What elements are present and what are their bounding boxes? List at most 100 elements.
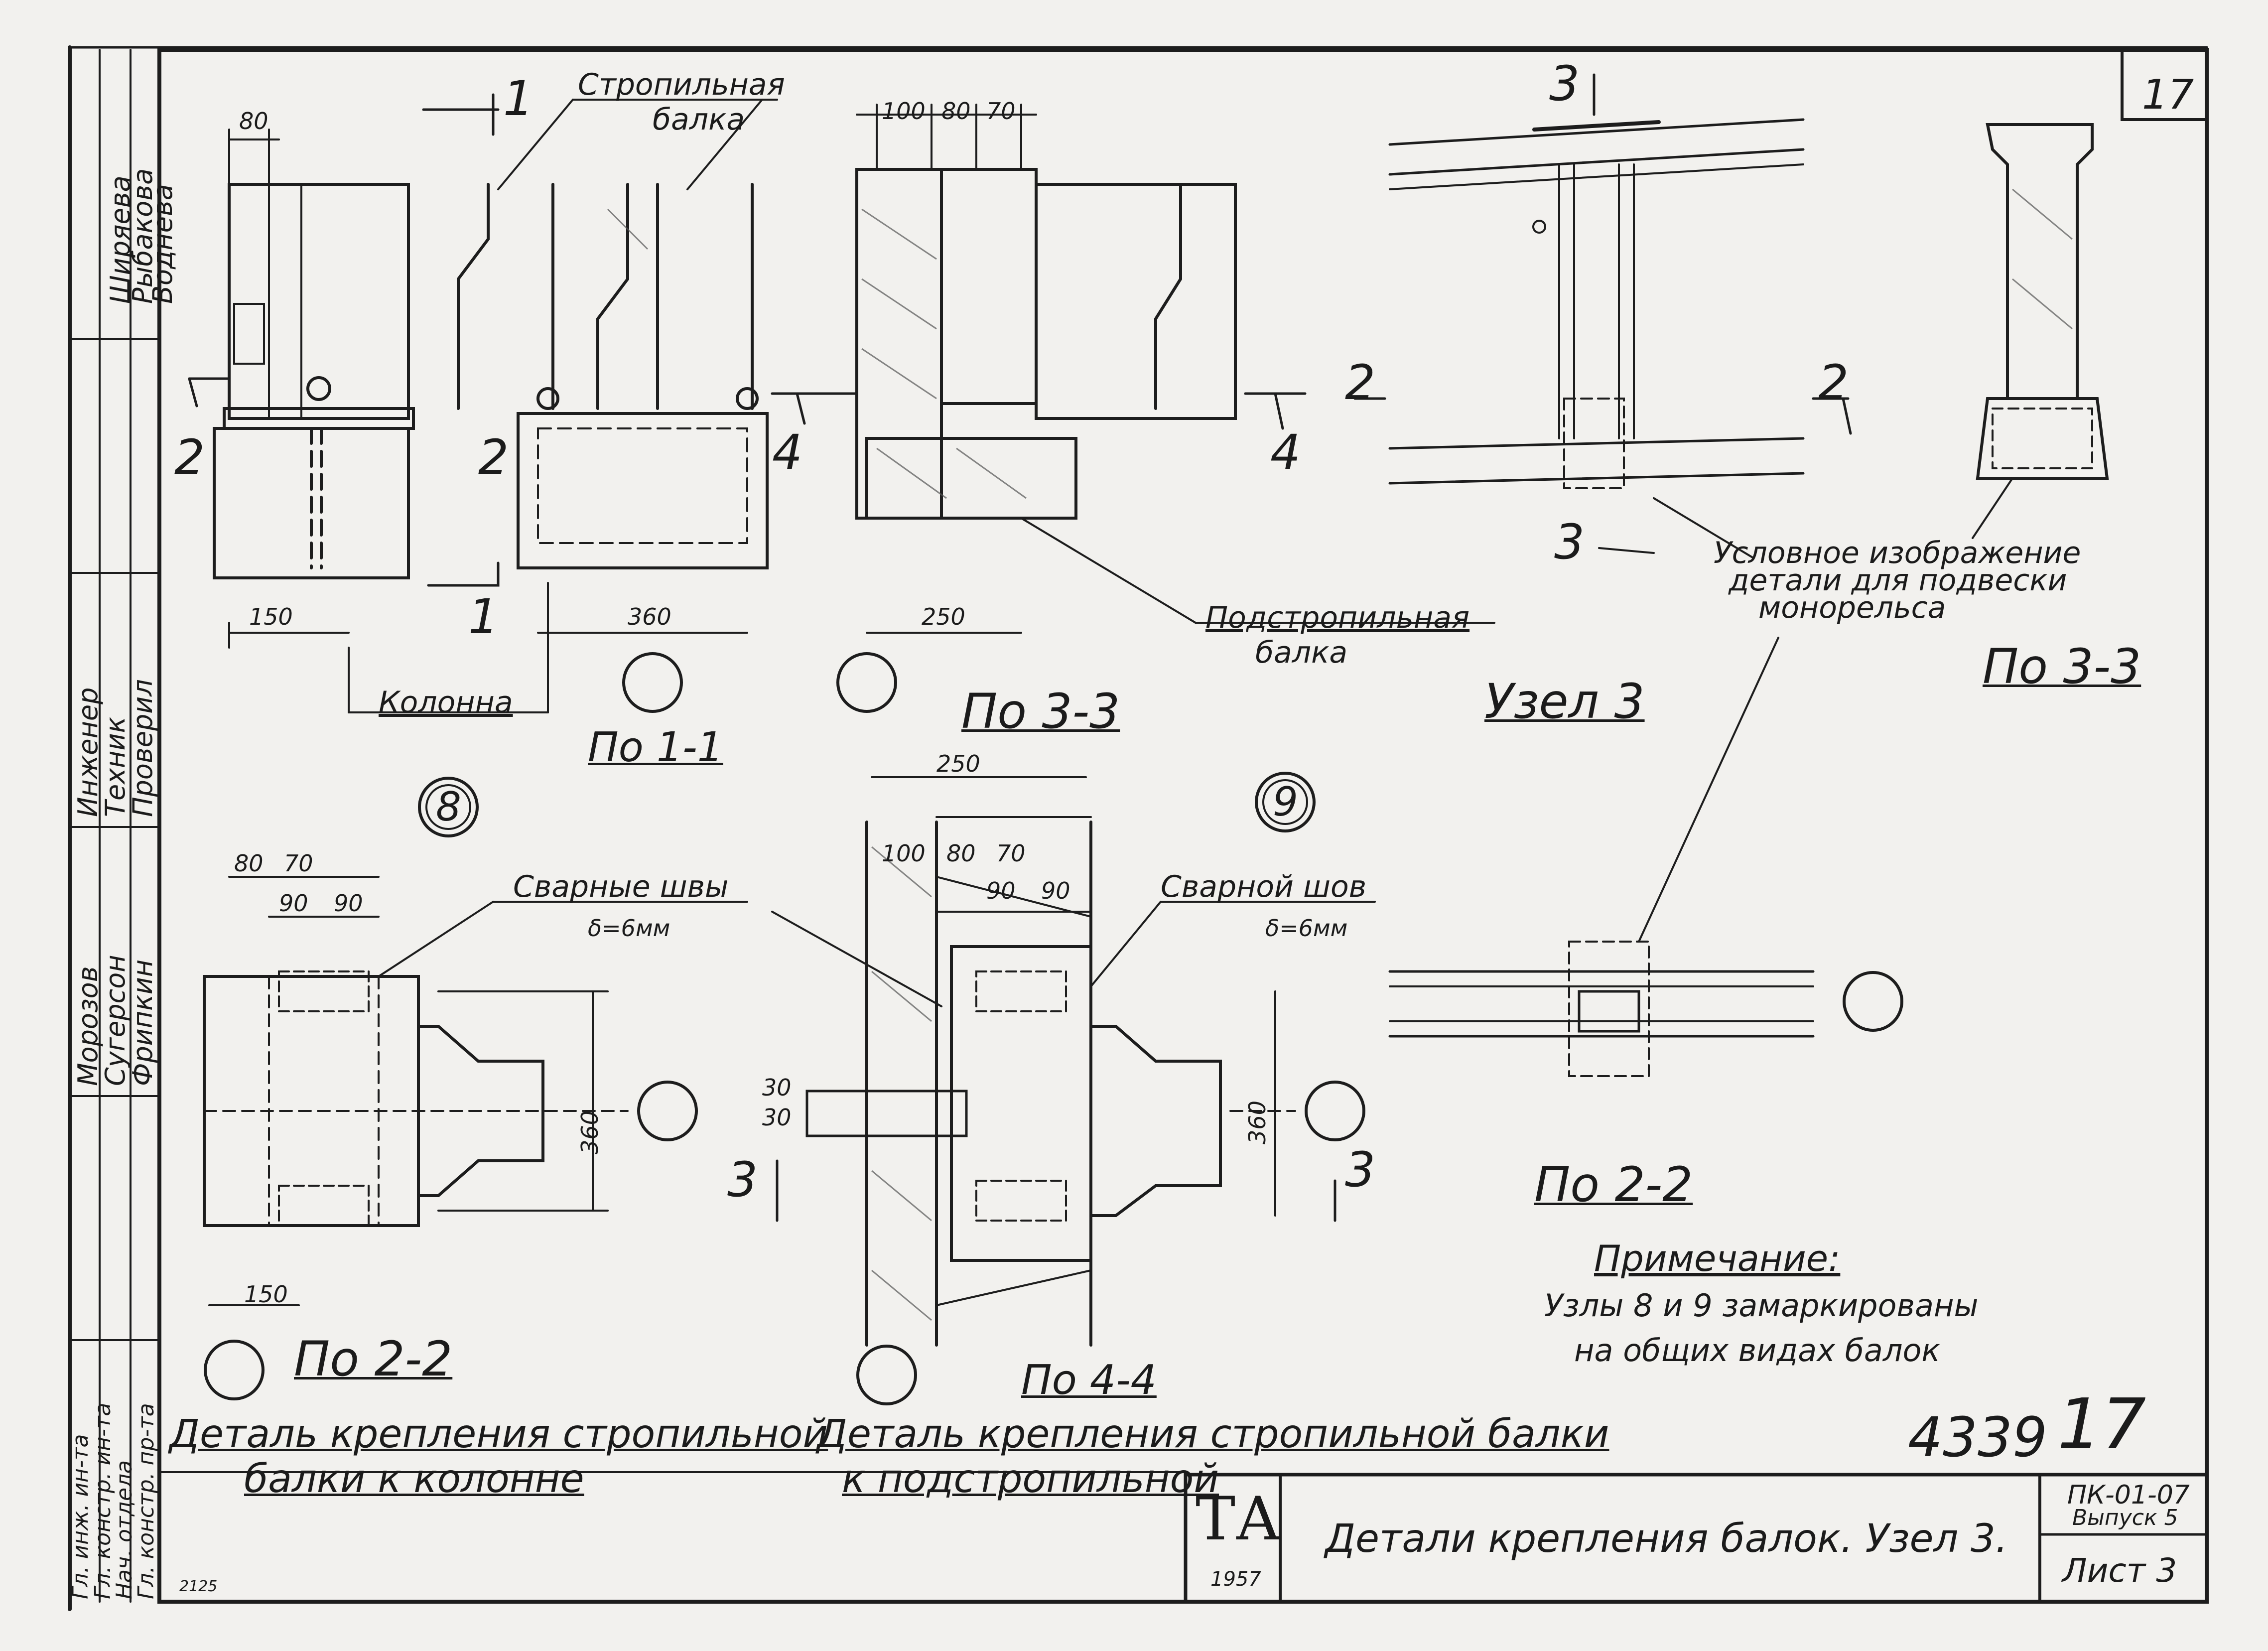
- logo-year: 1957: [1210, 1568, 1261, 1591]
- note-line-1: Узлы 8 и 9 замаркированы: [1544, 1287, 1979, 1324]
- caption-uzel-3: Узел 3: [1484, 674, 1645, 729]
- dim-30-b: 30: [762, 1104, 792, 1131]
- dim-90-c: 90: [986, 877, 1016, 904]
- caption-detail-pod-2: к подстропильной: [842, 1457, 1219, 1502]
- stamp-role-head-dept: Нач. отдела: [112, 1460, 137, 1599]
- stamp-number-suffix: 17: [2057, 1384, 2146, 1465]
- page-number-box: [2121, 48, 2208, 121]
- label-strop-beam-1: Стропильная: [578, 67, 785, 102]
- issue: Выпуск 5: [2072, 1505, 2178, 1530]
- view-po-1-1: [188, 93, 500, 649]
- mark-3-left: 3: [727, 1152, 758, 1208]
- title-block: [1184, 1473, 2209, 1604]
- dim-90-b: 90: [334, 890, 363, 917]
- dim-150-a: 150: [249, 603, 293, 630]
- dim-360-a: 360: [628, 603, 671, 630]
- dim-80-d: 80: [946, 840, 976, 867]
- dim-80-b: 80: [941, 98, 971, 125]
- ref-circle: [622, 652, 683, 713]
- stamp-name-3: Воднева: [147, 184, 178, 304]
- archive-mark: 2125: [179, 1578, 218, 1595]
- node-9-label: 9: [1273, 779, 1298, 825]
- caption-po-2-2-a: По 2-2: [294, 1331, 453, 1387]
- dim-360-c: 360: [1243, 1101, 1271, 1144]
- mark-3-top: 3: [1549, 56, 1580, 112]
- dim-250-b: 250: [936, 750, 980, 777]
- label-weld-1: Сварной шов: [1161, 869, 1367, 904]
- sheet-title: Детали крепления балок. Узел 3.: [1325, 1516, 2008, 1561]
- ref-circle: [836, 652, 897, 713]
- label-conv-3: монорельса: [1758, 590, 1946, 625]
- label-weld-2: δ=6мм: [1265, 915, 1348, 942]
- note-line-2: на общих видах балок: [1574, 1332, 1940, 1369]
- stamp-role-technician: Техник: [100, 716, 131, 817]
- node-8-circle: [418, 777, 479, 837]
- label-welds-2: δ=6мм: [588, 915, 670, 942]
- stamp-role-chief-constr: Гл. констр. ин-та: [90, 1402, 116, 1599]
- dim-80-a: 80: [239, 108, 268, 135]
- mark-3-right: 3: [1345, 1142, 1376, 1198]
- view-uzel-3: [1353, 73, 1852, 559]
- stamp-role-chief-eng: Гл. инж. ин-та: [68, 1434, 93, 1599]
- stamp-name-5: Сугерсон: [100, 955, 131, 1086]
- ref-circle: [637, 1081, 698, 1141]
- mark-3-bottom: 3: [1554, 514, 1585, 570]
- view-po-1-1-beam: [348, 99, 843, 713]
- caption-po-2-2-b: По 2-2: [1534, 1157, 1693, 1213]
- stamp-role-checked: Проверил: [127, 679, 158, 817]
- mark-4-a: 4: [772, 424, 803, 480]
- dim-30-a: 30: [762, 1074, 792, 1101]
- dim-250-a: 250: [922, 603, 965, 630]
- dim-100-a: 100: [882, 98, 926, 125]
- view-po-2-2-col: [203, 777, 748, 1400]
- caption-po-1-1: По 1-1: [588, 724, 723, 771]
- view-po-4-4: [771, 772, 1376, 1405]
- node-8-label: 8: [436, 784, 461, 830]
- view-po-3-3-right: [1972, 123, 2109, 539]
- stamp-role-engineer: Инженер: [72, 687, 104, 817]
- mark-1-bottom: 1: [468, 589, 499, 645]
- view-po-3-3: [815, 104, 1495, 713]
- stamp-name-4: Морозов: [72, 966, 104, 1086]
- caption-detail-col-2: балки к колонне: [244, 1457, 584, 1502]
- label-welds-1: Сварные швы: [513, 869, 729, 904]
- list-number: Лист 3: [2062, 1551, 2177, 1590]
- mark-2-b: 2: [478, 429, 509, 485]
- caption-po-3-3-b: По 3-3: [1983, 639, 2141, 694]
- stamp-role-chief-project: Гл. констр. пр-та: [133, 1403, 159, 1599]
- dim-100-b: 100: [882, 840, 926, 867]
- dim-80-c: 80: [234, 850, 264, 877]
- node-9-circle: [1255, 772, 1316, 832]
- mark-4-b: 4: [1270, 424, 1301, 480]
- mark-2-d: 2: [1818, 355, 1849, 411]
- dim-70-b: 70: [284, 850, 313, 877]
- mark-2-a: 2: [174, 429, 205, 485]
- dim-360-b: 360: [576, 1110, 603, 1154]
- note-title: Примечание:: [1594, 1238, 1841, 1279]
- series-code: ПК-01-07: [2067, 1480, 2190, 1510]
- sheet-frame: [157, 48, 2209, 1604]
- dim-90-d: 90: [1041, 877, 1070, 904]
- logo: ТА: [1196, 1485, 1281, 1554]
- label-column: Колонна: [379, 685, 513, 720]
- dim-70-c: 70: [996, 840, 1026, 867]
- caption-po-4-4: По 4-4: [1021, 1357, 1157, 1404]
- dim-90-a: 90: [279, 890, 308, 917]
- page-number: 17: [2142, 71, 2194, 119]
- label-conv-1: Условное изображение: [1714, 536, 2081, 570]
- ref-circle: [856, 1345, 917, 1405]
- dim-70-a: 70: [986, 98, 1016, 125]
- label-strop-beam-2: балка: [653, 102, 745, 137]
- caption-detail-col-1: Деталь крепления стропильной: [169, 1412, 828, 1457]
- label-podstrop-2: балка: [1255, 635, 1348, 670]
- stamp-number: 4339: [1908, 1405, 2047, 1469]
- view-po-2-2-right: [1388, 637, 1903, 1077]
- label-conv-2: детали для подвески: [1729, 563, 2067, 598]
- ref-circle: [1843, 971, 1903, 1032]
- ref-circle: [1305, 1081, 1365, 1141]
- caption-detail-pod-1: Деталь крепления стропильной балки: [817, 1412, 1609, 1457]
- dim-150-b: 150: [244, 1281, 288, 1308]
- ref-circle: [204, 1340, 265, 1400]
- mark-2-c: 2: [1345, 355, 1376, 411]
